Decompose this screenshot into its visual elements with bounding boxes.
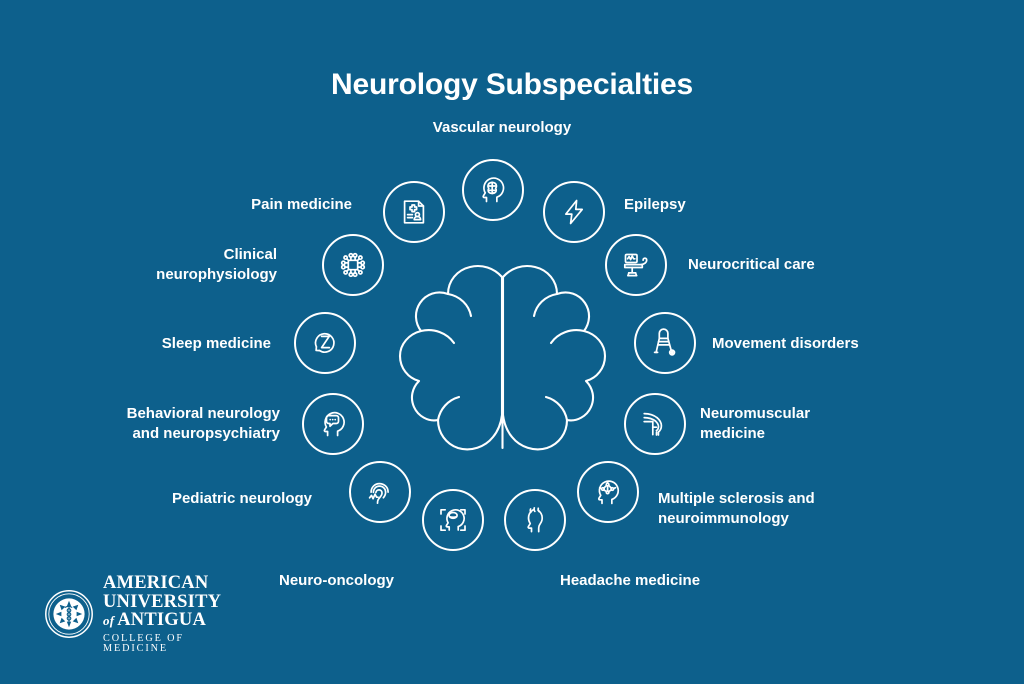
icon-neuromuscular-medicine[interactable] bbox=[624, 393, 686, 455]
hospital-bed-monitor-icon bbox=[619, 248, 653, 282]
head-with-brain-icon bbox=[476, 173, 510, 207]
logo-antigua-word: ANTIGUA bbox=[117, 610, 207, 631]
logo-line-antigua: of ANTIGUA bbox=[103, 611, 221, 630]
icon-behavioral-neurology[interactable] bbox=[302, 393, 364, 455]
icon-sleep-medicine[interactable] bbox=[294, 312, 356, 374]
icon-clinical-neurophysiology[interactable] bbox=[322, 234, 384, 296]
icon-movement-disorders[interactable] bbox=[634, 312, 696, 374]
ear-soundwave-icon bbox=[363, 475, 397, 509]
label-clinical-neurophysiology: Clinical neurophysiology bbox=[156, 246, 277, 283]
brain-chip-icon bbox=[336, 248, 370, 282]
knee-joint-icon bbox=[638, 407, 672, 441]
icon-headache-medicine[interactable] bbox=[504, 489, 566, 551]
label-neuromuscular-medicine: Neuromuscular medicine bbox=[700, 405, 811, 442]
icon-multiple-sclerosis[interactable] bbox=[577, 461, 639, 523]
label-vascular-neurology: Vascular neurology bbox=[432, 119, 572, 136]
label-headache-medicine: Headache medicine bbox=[560, 572, 701, 589]
label-movement-disorders: Movement disorders bbox=[712, 335, 859, 352]
head-speech-bubble-icon bbox=[316, 407, 350, 441]
icon-neurocritical-care[interactable] bbox=[605, 234, 667, 296]
label-behavioral-neurology: Behavioral neurology and neuropsychiatry bbox=[126, 405, 280, 442]
logo-wordmark: AMERICAN UNIVERSITY of ANTIGUA COLLEGE O… bbox=[103, 574, 221, 654]
icon-pediatric-neurology[interactable] bbox=[349, 461, 411, 523]
logo-connector-of: of bbox=[103, 613, 115, 629]
walker-icon bbox=[648, 326, 682, 360]
label-pediatric-neurology: Pediatric neurology bbox=[171, 490, 312, 507]
icon-vascular-neurology[interactable] bbox=[462, 159, 524, 221]
lightning-bolt-icon bbox=[557, 195, 591, 229]
medical-record-icon bbox=[397, 195, 431, 229]
sleep-z-arrow-icon bbox=[308, 326, 342, 360]
logo-line-american: AMERICAN bbox=[103, 573, 209, 594]
logo-line-university: UNIVERSITY bbox=[103, 591, 222, 612]
head-scan-brackets-icon bbox=[436, 503, 470, 537]
icon-pain-medicine[interactable] bbox=[383, 181, 445, 243]
label-neuro-oncology: Neuro-oncology bbox=[279, 572, 394, 589]
brain-outline-illustration bbox=[390, 255, 615, 465]
head-pain-lines-icon bbox=[518, 503, 552, 537]
university-seal-caduceus-icon bbox=[44, 589, 94, 639]
university-logo: AMERICAN UNIVERSITY of ANTIGUA COLLEGE O… bbox=[44, 572, 221, 656]
page-title: Neurology Subspecialties bbox=[331, 68, 693, 101]
icon-epilepsy[interactable] bbox=[543, 181, 605, 243]
label-multiple-sclerosis: Multiple sclerosis and neuroimmunology bbox=[658, 490, 815, 527]
logo-line-college-of-medicine: COLLEGE OF MEDICINE bbox=[103, 632, 184, 654]
label-epilepsy: Epilepsy bbox=[624, 196, 686, 213]
head-neural-network-icon bbox=[591, 475, 625, 509]
label-pain-medicine: Pain medicine bbox=[251, 196, 352, 213]
label-neurocritical-care: Neurocritical care bbox=[688, 256, 815, 273]
label-sleep-medicine: Sleep medicine bbox=[161, 335, 271, 352]
icon-neuro-oncology[interactable] bbox=[422, 489, 484, 551]
